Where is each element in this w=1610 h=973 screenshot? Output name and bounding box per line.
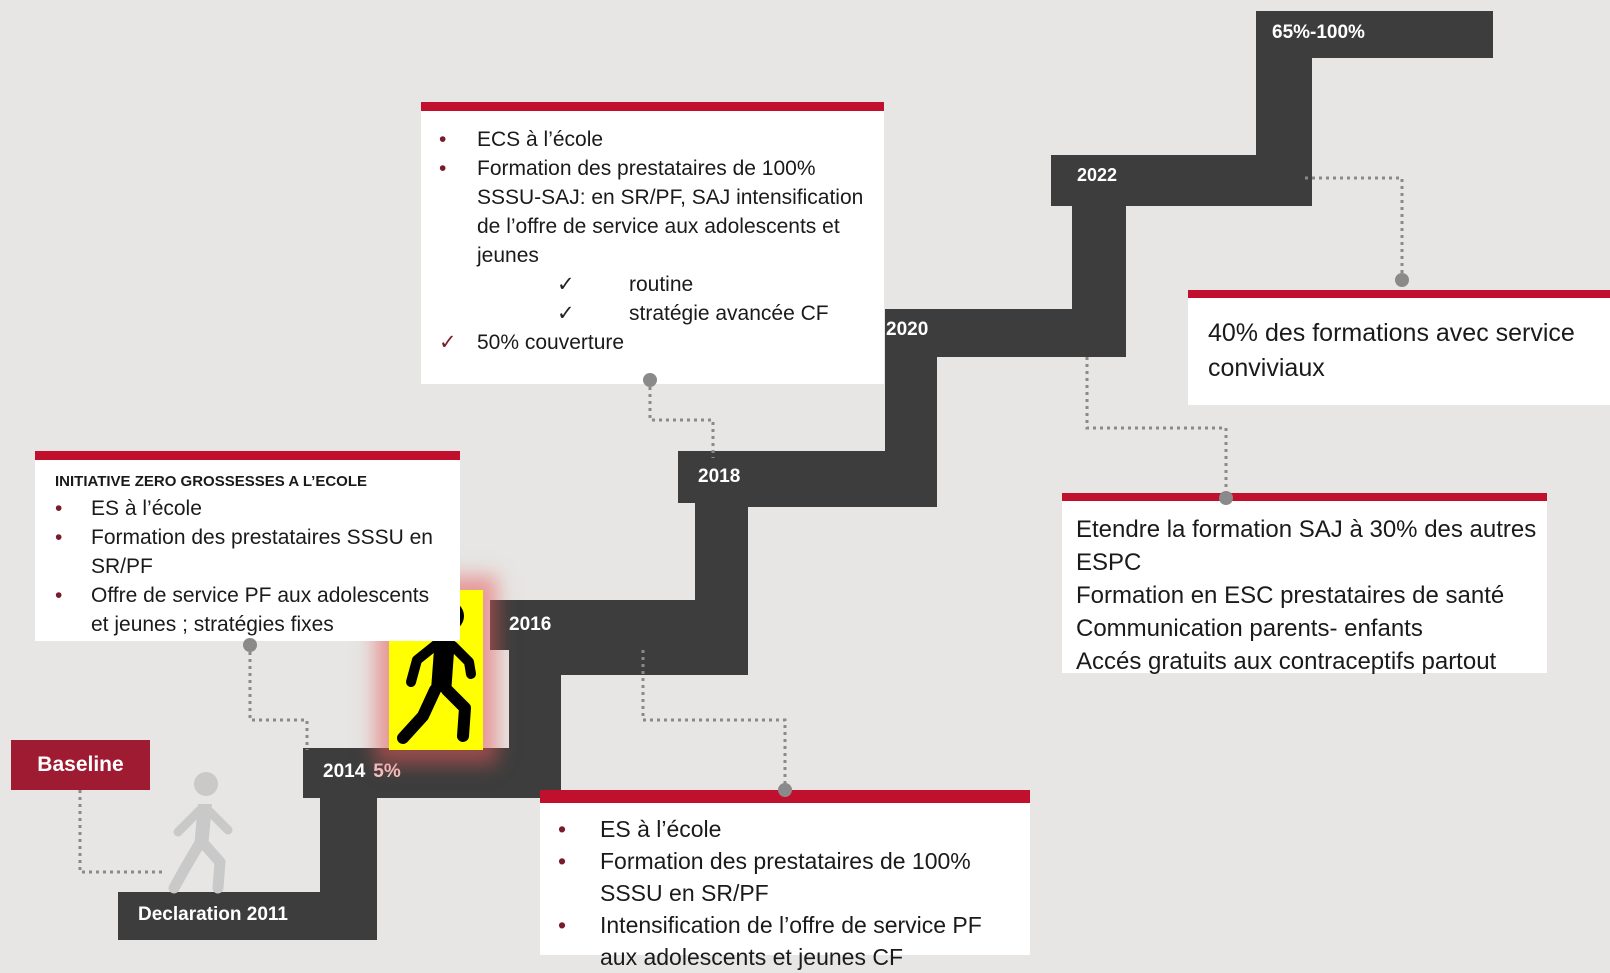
card-2020: Etendre la formation SAJ à 30% des autre… xyxy=(1062,493,1547,675)
connector-2018 xyxy=(648,380,715,458)
bullet-icon: • xyxy=(55,584,63,607)
walking-person-faded-icon xyxy=(168,772,233,894)
list-item: •Formation des prestataires de 100% SSSU… xyxy=(558,845,1012,909)
connector-baseline xyxy=(78,790,164,874)
step-label-2016: 2016 xyxy=(509,614,552,635)
card-2014-title: INITIATIVE ZERO GROSSESSES A L’ECOLE xyxy=(55,473,367,490)
bullet-icon: • xyxy=(439,128,447,151)
baseline-tag: Baseline xyxy=(11,740,150,790)
bullet-icon: • xyxy=(558,848,567,874)
bullet-icon: • xyxy=(558,816,567,842)
card-2022-text: 40% des formations avec service convivia… xyxy=(1208,319,1575,382)
step-label-2011: Declaration 2011 xyxy=(138,904,288,925)
card-2020-line: Accés gratuits aux contraceptifs partout xyxy=(1076,648,1497,675)
step-pct-2014: 5% xyxy=(373,761,401,782)
connector-2020 xyxy=(1085,357,1228,498)
card-2020-line: Formation en ESC prestataires de santé xyxy=(1076,582,1505,609)
connector-dot xyxy=(1219,491,1233,505)
card-2014: INITIATIVE ZERO GROSSESSES A L’ECOLE •ES… xyxy=(35,451,460,641)
card-2018: •ECS à l’école •Formation des prestatair… xyxy=(421,102,884,384)
card-2018-sublist: ✓routine ✓stratégie avancée CF xyxy=(557,270,866,328)
bullet-icon: • xyxy=(558,912,567,938)
list-item: ✓stratégie avancée CF xyxy=(557,299,866,328)
list-item: ✓50% couverture xyxy=(439,328,866,357)
bullet-icon: • xyxy=(439,157,447,180)
list-item: •ES à l’école xyxy=(55,494,442,523)
connector-dot xyxy=(643,373,657,387)
card-2020-line: Communication parents- enfants xyxy=(1076,615,1423,642)
step-label-2020: 2020 xyxy=(886,319,929,340)
step-label-2022: 2022 xyxy=(1077,165,1118,185)
list-item: •Offre de service PF aux adolescents et … xyxy=(55,581,442,639)
list-item: •ES à l’école xyxy=(558,813,1012,845)
card-2018-list: •ECS à l’école •Formation des prestatair… xyxy=(439,125,866,270)
list-item: •Formation des prestataires SSSU en SR/P… xyxy=(55,523,442,581)
check-icon: ✓ xyxy=(557,302,575,325)
check-icon: ✓ xyxy=(439,331,457,354)
connector-2022 xyxy=(1305,176,1404,280)
connector-2016 xyxy=(641,650,787,790)
bullet-icon: • xyxy=(55,497,63,520)
card-2014-list: •ES à l’école •Formation des prestataire… xyxy=(55,494,442,639)
walking-person-icon xyxy=(397,601,476,744)
list-item: •Formation des prestataires de 100% SSSU… xyxy=(439,154,866,270)
list-item: • Intensification de l’offre de service … xyxy=(558,909,1012,973)
connector-dot xyxy=(1395,273,1409,287)
connector-dot xyxy=(778,783,792,797)
card-2016: •ES à l’école •Formation des prestataire… xyxy=(540,790,1030,970)
connector-lines xyxy=(78,176,1404,874)
step-label-target: 65%-100% xyxy=(1272,22,1365,43)
list-item: ✓routine xyxy=(557,270,866,299)
step-label-2018: 2018 xyxy=(698,466,741,487)
card-2018-checklist: ✓50% couverture xyxy=(439,328,866,357)
connector-dot xyxy=(243,638,257,652)
stair-path xyxy=(118,11,1493,940)
connector-2014 xyxy=(248,645,309,750)
card-2022: 40% des formations avec service convivia… xyxy=(1188,290,1610,405)
card-2016-list: •ES à l’école •Formation des prestataire… xyxy=(558,813,1012,973)
card-2020-line: Etendre la formation SAJ à 30% des autre… xyxy=(1076,516,1537,576)
current-position-highlight xyxy=(389,590,483,750)
bullet-icon: • xyxy=(55,526,63,549)
list-item: •ECS à l’école xyxy=(439,125,866,154)
check-icon: ✓ xyxy=(557,273,575,296)
